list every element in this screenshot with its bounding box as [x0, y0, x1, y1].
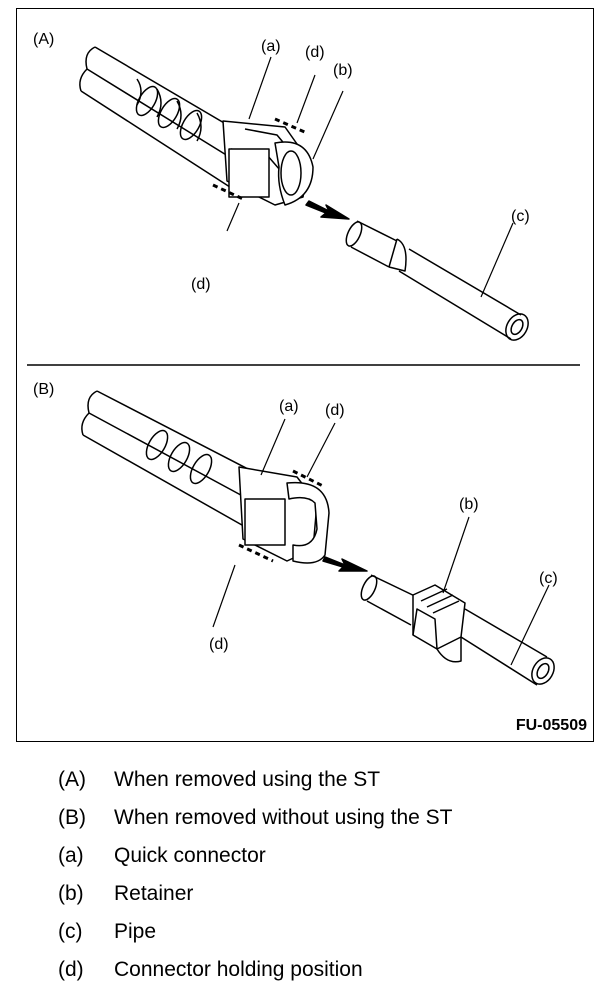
- legend-text: Retainer: [114, 882, 194, 905]
- legend-text: Pipe: [114, 920, 157, 943]
- callout-d-label-panel-a-bottom: (d): [191, 276, 211, 293]
- panel-b-label: (B): [33, 381, 55, 398]
- holding-marks-b: [238, 469, 326, 563]
- pipe-b-body: [460, 608, 555, 686]
- holding-marks-a: [212, 117, 308, 201]
- legend-key: (B): [58, 806, 86, 829]
- callout-c-label-panel-a: (c): [511, 208, 530, 225]
- hose-b: [81, 390, 280, 530]
- removal-arrow-b: [322, 556, 368, 572]
- legend-text: When removed using the ST: [114, 768, 381, 791]
- diagram-figure: (a) (d) (b) (d) (c) (a) (d) (b) (c) (d) …: [16, 8, 594, 742]
- legend-item: (A) When removed using the ST: [58, 768, 598, 806]
- legend-key: (a): [58, 844, 84, 867]
- callout-d-label-panel-a-top: (d): [305, 44, 325, 61]
- leader-lines-b: [212, 418, 550, 666]
- legend-key: (b): [58, 882, 84, 905]
- connector-illustration: (a) (d) (b) (d) (c) (a) (d) (b) (c) (d): [27, 38, 580, 686]
- legend-key: (c): [58, 920, 83, 943]
- callout-a-label-panel-a: (a): [261, 38, 281, 55]
- callout-d-label-panel-b-top: (d): [325, 402, 345, 419]
- legend-item: (c) Pipe: [58, 920, 598, 958]
- legend-text: Connector holding position: [114, 958, 363, 981]
- panel-a-drawing: [79, 46, 529, 341]
- quick-connector-a: [222, 120, 314, 206]
- callout-labels: (a) (d) (b) (d) (c) (a) (d) (b) (c) (d): [191, 38, 558, 653]
- callout-b-label-panel-a: (b): [333, 62, 353, 79]
- leader-lines-a: [226, 56, 514, 298]
- legend-item: (B) When removed without using the ST: [58, 806, 598, 844]
- legend-key: (d): [58, 958, 84, 981]
- panel-a-label: (A): [33, 31, 55, 48]
- legend-text: When removed without using the ST: [114, 806, 453, 829]
- quick-connector-b: [238, 466, 330, 564]
- legend-text: Quick connector: [114, 844, 266, 867]
- callout-b-label-panel-b: (b): [459, 496, 479, 513]
- legend-item: (d) Connector holding position: [58, 958, 598, 996]
- callout-c-label-panel-b: (c): [539, 570, 558, 587]
- figure-code: FU-05509: [515, 717, 587, 734]
- panel-b-drawing: [81, 390, 555, 686]
- legend-item: (a) Quick connector: [58, 844, 598, 882]
- retainer-b: [412, 584, 466, 663]
- legend-key: (A): [58, 768, 86, 791]
- pipe-b: [360, 574, 422, 626]
- removal-arrow-a: [305, 200, 350, 220]
- callout-d-label-panel-b-bottom: (d): [209, 636, 229, 653]
- legend-item: (b) Retainer: [58, 882, 598, 920]
- callout-a-label-panel-b: (a): [279, 398, 299, 415]
- pipe-a: [345, 220, 529, 341]
- legend-list: (A) When removed using the ST (B) When r…: [58, 768, 598, 996]
